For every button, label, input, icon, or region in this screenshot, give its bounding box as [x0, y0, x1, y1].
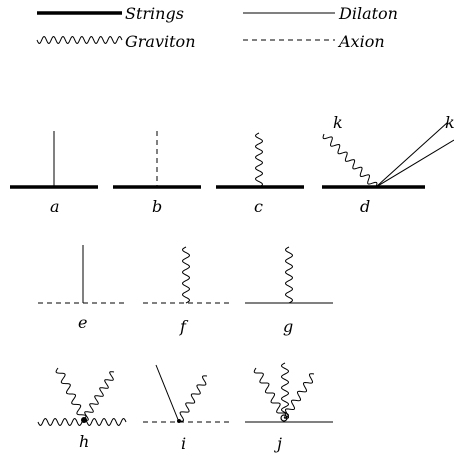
legend-graviton-label: Graviton	[125, 32, 196, 51]
panel-label-b: b	[152, 197, 162, 216]
momentum-label-k: k	[333, 113, 343, 132]
graviton-wave	[284, 246, 294, 304]
panel-label-j: j	[274, 434, 282, 453]
legend: Strings Dilaton Graviton Axion	[36, 4, 398, 51]
panel-label-g: g	[283, 317, 293, 336]
panel-label-f: f	[179, 317, 189, 336]
dilaton-line	[155, 364, 180, 423]
graviton-wave	[181, 246, 191, 304]
panel-label-c: c	[254, 197, 263, 216]
legend-dilaton-label: Dilaton	[338, 4, 398, 23]
panel-label-a: a	[50, 197, 60, 216]
vertex-dot	[177, 419, 181, 423]
graviton-wave	[83, 371, 115, 421]
outgoing-string-edge	[375, 121, 449, 188]
vertex-dot	[81, 417, 87, 423]
vertex-loop	[280, 414, 288, 422]
panel-c: c	[216, 132, 304, 216]
panel-label-h: h	[79, 432, 89, 451]
graviton-wave	[253, 367, 287, 419]
legend-graviton-wave	[36, 35, 123, 45]
panel-label-i: i	[181, 434, 186, 453]
panel-h: h	[37, 367, 127, 451]
legend-axion-label: Axion	[337, 32, 385, 51]
panel-b: b	[113, 131, 201, 216]
panel-label-d: d	[360, 197, 370, 216]
legend-strings-label: Strings	[125, 4, 184, 23]
panel-a: a	[10, 131, 98, 216]
momentum-label-k: k	[445, 113, 454, 132]
panel-f: f	[143, 246, 231, 336]
panel-d: k k d	[322, 113, 454, 216]
graviton-wave	[283, 373, 315, 419]
graviton-wave	[254, 132, 264, 188]
outgoing-string-edge	[375, 139, 454, 188]
graviton-wave	[178, 375, 208, 422]
panel-g: g	[245, 246, 333, 336]
panel-e: e	[38, 245, 126, 332]
graviton-wave	[55, 367, 87, 421]
graviton-wave	[322, 133, 378, 188]
panel-i: i	[143, 364, 231, 453]
graviton-wave	[280, 362, 290, 419]
panel-label-e: e	[78, 313, 87, 332]
panel-j: j	[245, 362, 333, 453]
